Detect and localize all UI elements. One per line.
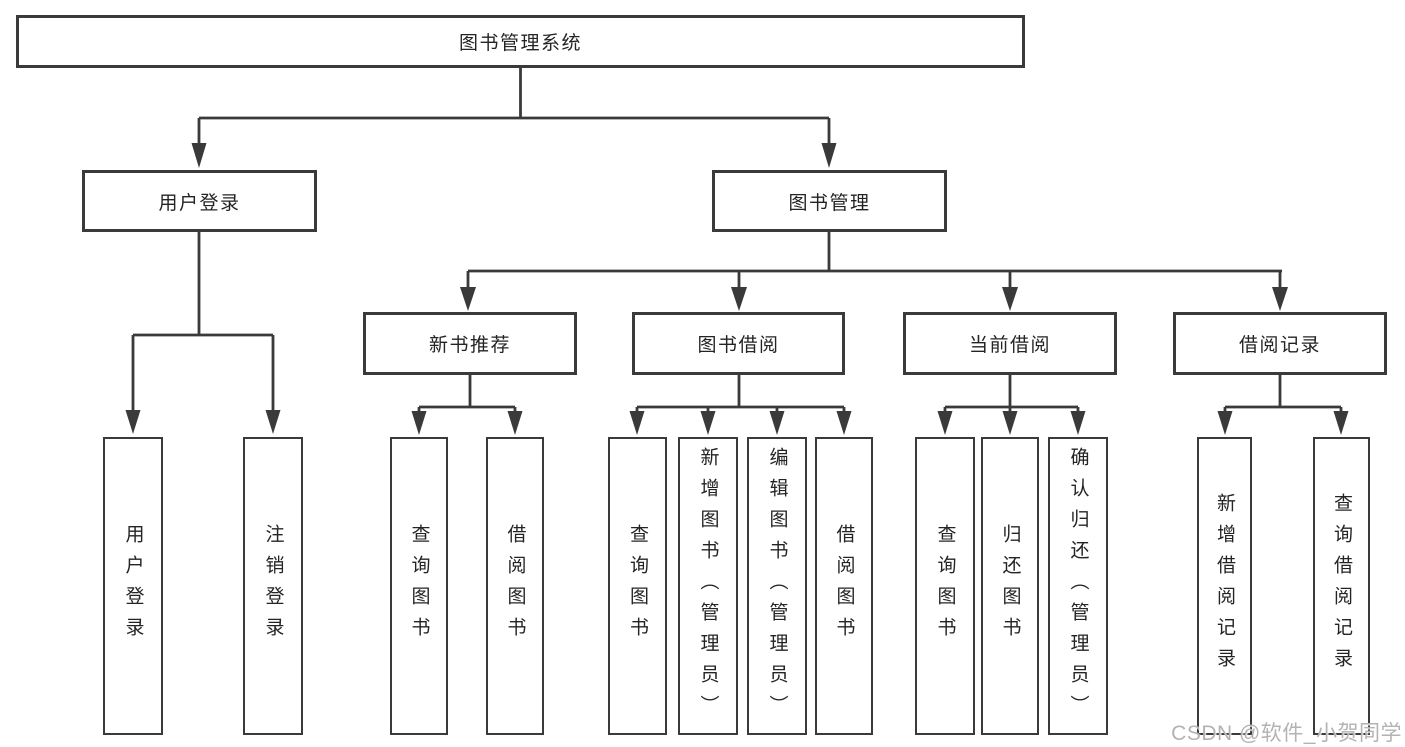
- leaf-user-login: 用户登录: [103, 437, 163, 735]
- leaf-add-borrow-record-label: 新增借阅记录: [1214, 493, 1235, 679]
- leaf-add-book-admin-label: 新增图书（管理员）: [697, 446, 719, 726]
- leaf-query-books-current-label: 查询图书: [934, 524, 956, 648]
- node-user-login: 用户登录: [82, 170, 317, 232]
- node-borrow-records: 借阅记录: [1173, 312, 1387, 375]
- leaf-add-borrow-record: 新增借阅记录: [1197, 437, 1252, 735]
- node-root-label: 图书管理系统: [458, 33, 582, 54]
- node-book-borrow-label: 图书借阅: [697, 335, 780, 356]
- node-current-borrow: 当前借阅: [903, 312, 1117, 375]
- node-book-management-label: 图书管理: [788, 192, 871, 214]
- node-root: 图书管理系统: [16, 15, 1025, 68]
- leaf-borrow-books-recommend-label: 借阅图书: [504, 524, 526, 648]
- leaf-query-books-borrow-label: 查询图书: [627, 524, 648, 648]
- leaf-borrow-books-borrow: 借阅图书: [815, 437, 873, 735]
- leaf-return-book-label: 归还图书: [999, 524, 1021, 648]
- leaf-query-borrow-record-label: 查询借阅记录: [1331, 493, 1352, 679]
- leaf-user-login-label: 用户登录: [122, 524, 144, 648]
- leaf-query-books-recommend-label: 查询图书: [408, 524, 430, 648]
- leaf-query-borrow-record: 查询借阅记录: [1313, 437, 1370, 735]
- leaf-query-books-recommend: 查询图书: [390, 437, 448, 735]
- node-book-borrow: 图书借阅: [632, 312, 845, 375]
- csdn-watermark: CSDN @软件_小贺同学: [1171, 722, 1402, 745]
- leaf-return-book: 归还图书: [981, 437, 1039, 735]
- leaf-logout-label: 注销登录: [262, 524, 284, 648]
- node-book-management: 图书管理: [712, 170, 947, 232]
- node-new-book-recommend: 新书推荐: [363, 312, 577, 375]
- leaf-query-books-borrow: 查询图书: [608, 437, 667, 735]
- leaf-add-book-admin: 新增图书（管理员）: [678, 437, 738, 735]
- leaf-borrow-books-recommend: 借阅图书: [486, 437, 544, 735]
- leaf-query-books-current: 查询图书: [915, 437, 975, 735]
- leaf-borrow-books-borrow-label: 借阅图书: [833, 524, 855, 648]
- node-new-book-recommend-label: 新书推荐: [428, 335, 511, 356]
- leaf-logout: 注销登录: [243, 437, 303, 735]
- leaf-confirm-return-admin: 确认归还（管理员）: [1048, 437, 1108, 735]
- leaf-edit-book-admin: 编辑图书（管理员）: [747, 437, 807, 735]
- node-borrow-records-label: 借阅记录: [1238, 335, 1321, 356]
- leaf-edit-book-admin-label: 编辑图书（管理员）: [766, 446, 788, 726]
- node-current-borrow-label: 当前借阅: [968, 335, 1051, 356]
- leaf-confirm-return-admin-label: 确认归还（管理员）: [1067, 446, 1089, 726]
- node-user-login-label: 用户登录: [158, 192, 241, 214]
